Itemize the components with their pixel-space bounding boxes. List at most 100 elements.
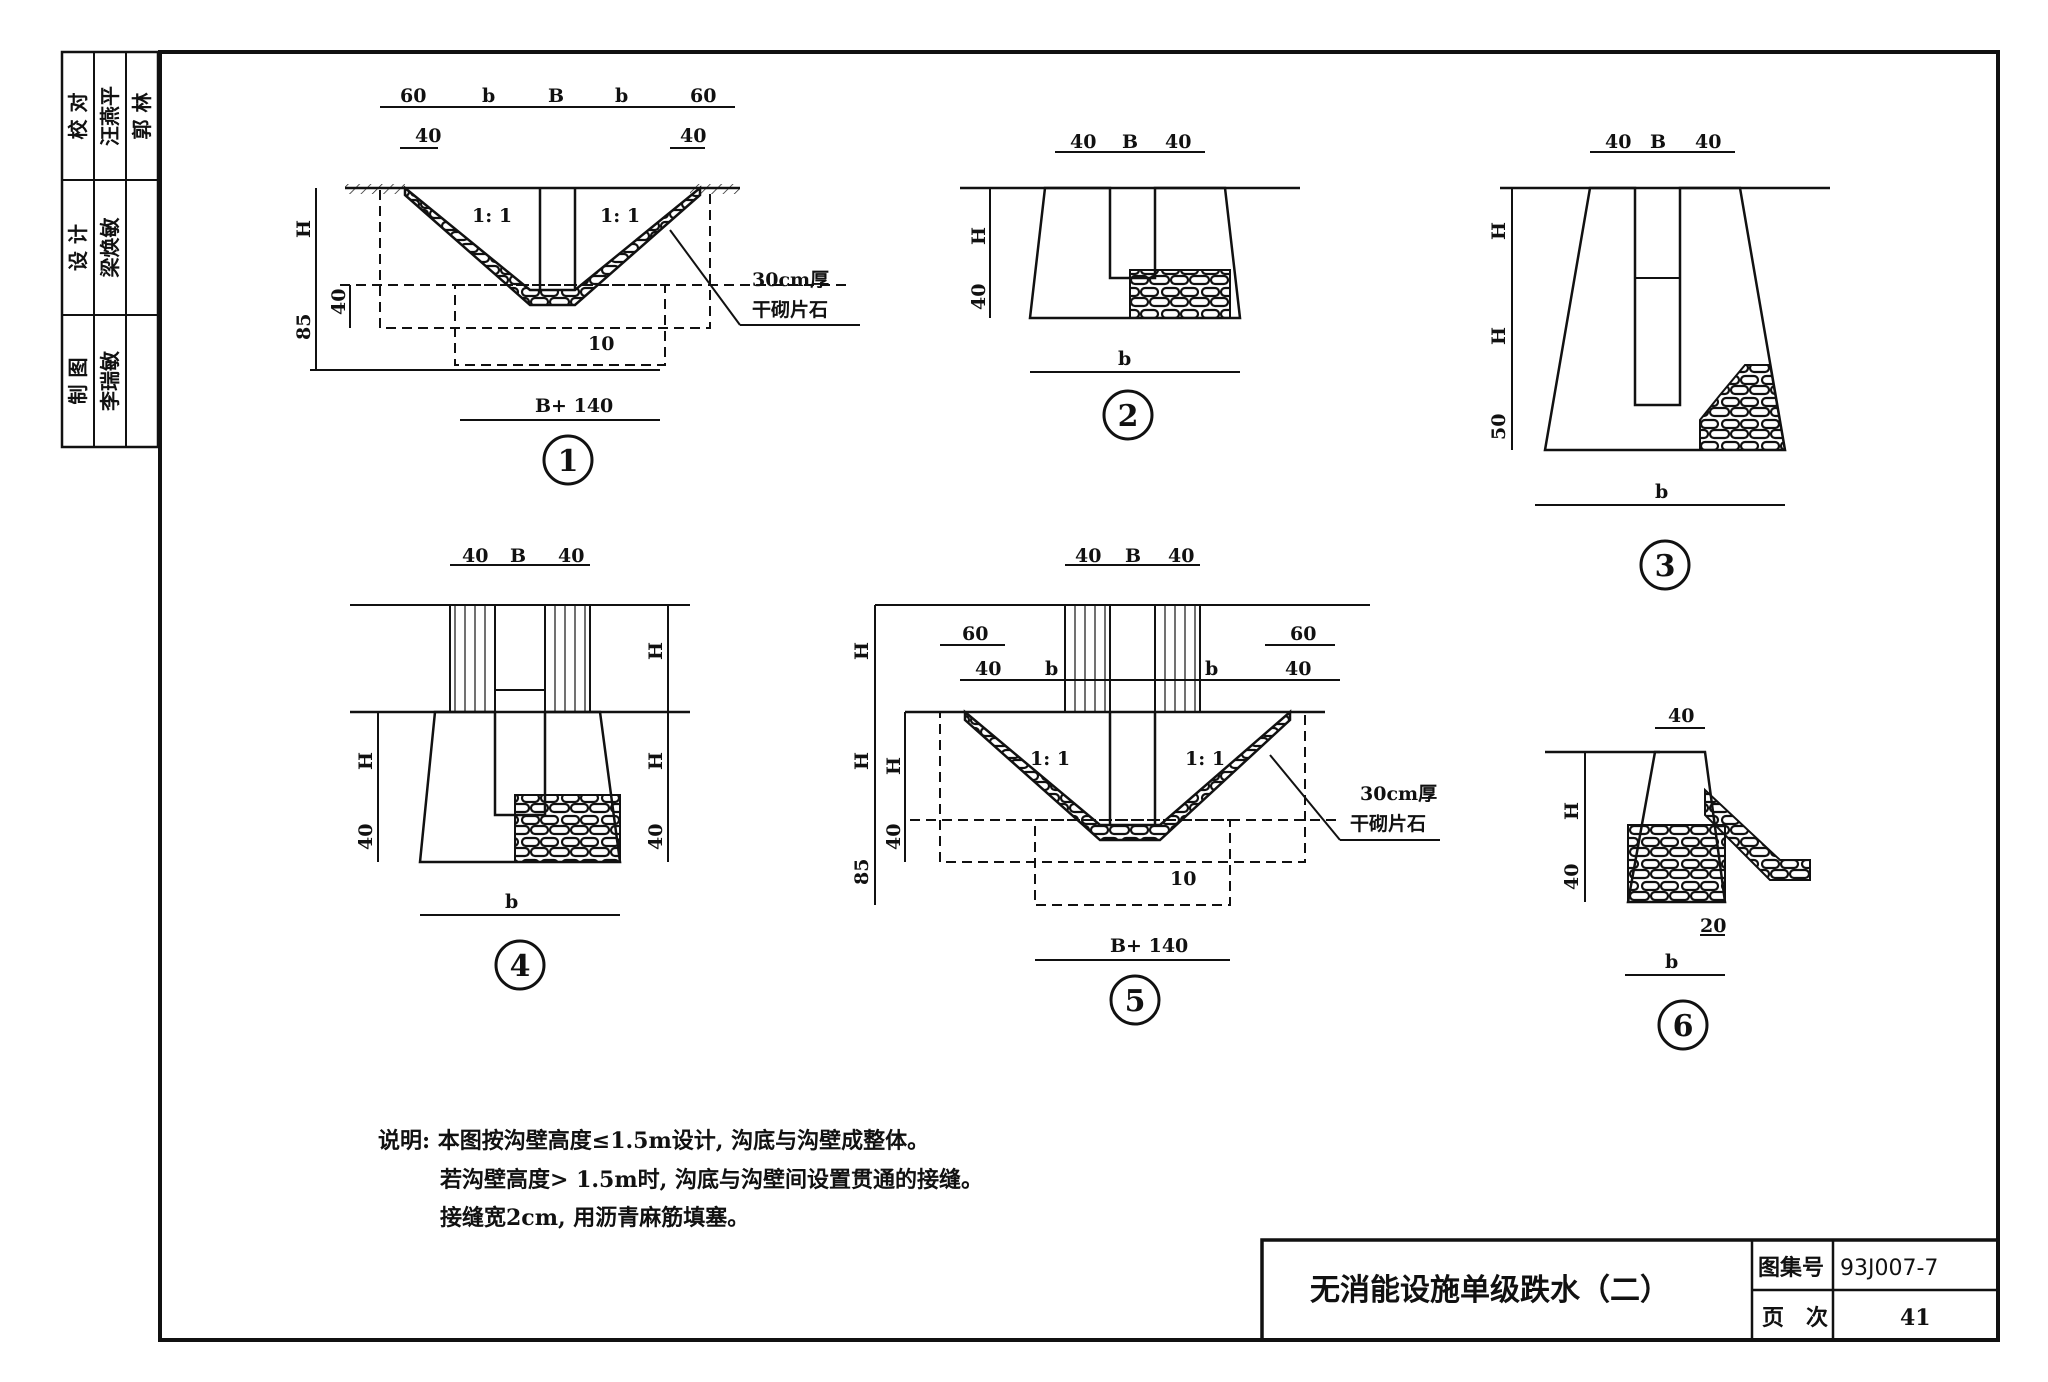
note-line-1: 说明: 本图按沟壁高度≤1.5m设计, 沟底与沟壁成整体。 <box>378 1128 929 1154</box>
fig2-dim-b2: b <box>1118 348 1131 370</box>
fig4-dim-H: H <box>645 752 667 770</box>
fig6-dim-40-vertical: 40 <box>1561 864 1583 890</box>
fig3-dim-H: H <box>1488 327 1510 345</box>
fig1-stone-label-line1: 30cm厚 <box>752 269 829 291</box>
figure-4-number-circle <box>494 939 546 991</box>
sidebar-role-0: 校 对 <box>66 93 90 140</box>
fig1-dim-60-right: 60 <box>690 85 716 107</box>
fig5-dim-40-right: 40 <box>1168 545 1194 567</box>
fig6-dim-b6: b <box>1665 951 1678 973</box>
fig3-dim-40-right: 40 <box>1695 131 1721 153</box>
fig5-slope-right: 1: 1 <box>1185 748 1225 770</box>
figure-2-number: 2 <box>1118 399 1139 434</box>
fig5-dim-85: 85 <box>851 859 873 885</box>
fig2-dim-H2: H <box>968 227 990 245</box>
figure-1-number-circle <box>542 434 594 486</box>
sidebar-role-1: 设 计 <box>66 224 90 271</box>
figure-5-number: 5 <box>1125 984 1146 1019</box>
fig5-dim-40-inner-left: 40 <box>975 658 1001 680</box>
fig1-dim-b1-right: b <box>615 85 628 107</box>
fig5-dim-H1: H <box>883 757 905 775</box>
fig2-dim-40-left: 40 <box>1070 131 1096 153</box>
fig5-stone-label-line2: 干砌片石 <box>1350 812 1426 835</box>
fig6-dim-H1: H <box>1561 802 1583 820</box>
fig5-stone-label-line1: 30cm厚 <box>1360 783 1437 805</box>
fig4-dim-H2: H <box>645 642 667 660</box>
figure-6-retaining-wall <box>1545 727 1811 976</box>
fig4-dim-40-left-vertical: 40 <box>355 824 377 850</box>
fig4-dim-B: B <box>510 545 526 567</box>
fig5-dim-B140: B+ 140 <box>1110 935 1188 957</box>
fig1-stone-label-line2: 干砌片石 <box>752 298 828 321</box>
figure-4-wall-with-headwall <box>350 564 690 916</box>
fig1-dim-H2: H <box>293 220 315 238</box>
fig5-dim-b5-right: b <box>1205 658 1218 680</box>
fig2-dim-40-right: 40 <box>1165 131 1191 153</box>
fig4-dim-40-right-vertical: 40 <box>645 824 667 850</box>
figure-1-trapezoid-channel <box>310 106 860 421</box>
fig1-dim-10: 10 <box>588 333 614 355</box>
figure-3-tall-wall <box>1500 151 1830 506</box>
atlas-number-value: 93J007-7 <box>1840 1256 1938 1281</box>
title-block <box>1260 1238 2000 1342</box>
fig3-dim-H2: H <box>1488 222 1510 240</box>
fig3-dim-40-left: 40 <box>1605 131 1631 153</box>
sidebar-sign-0: 郭 林 <box>130 93 154 140</box>
fig5-dim-60-right: 60 <box>1290 623 1316 645</box>
figure-3-number-circle <box>1639 539 1691 591</box>
figure-5-trapezoid-with-headwall <box>874 564 1440 961</box>
fig5-dim-b5-left: b <box>1045 658 1058 680</box>
fig5-dim-40-vertical: 40 <box>883 824 905 850</box>
figure-6-number: 6 <box>1673 1009 1694 1044</box>
fig5-dim-60-left: 60 <box>962 623 988 645</box>
sheet-border <box>158 50 2000 1342</box>
fig4-dim-40-right: 40 <box>558 545 584 567</box>
fig3-dim-50: 50 <box>1488 414 1510 440</box>
note-line-2: 若沟壁高度> 1.5m时, 沟底与沟壁间设置贯通的接缝。 <box>440 1167 983 1193</box>
fig4-dim-40-left: 40 <box>462 545 488 567</box>
fig5-dim-10: 10 <box>1170 868 1196 890</box>
atlas-number-label: 图集号 <box>1758 1255 1824 1281</box>
fig4-dim-b4: b <box>505 891 518 913</box>
fig5-slope-left: 1: 1 <box>1030 748 1070 770</box>
fig1-slope-right: 1: 1 <box>600 205 640 227</box>
drawing-title: 无消能设施单级跌水（二） <box>1310 1273 1670 1308</box>
fig1-dim-B: B <box>548 85 564 107</box>
sidebar-role-2: 制 图 <box>66 358 90 405</box>
figure-1-number: 1 <box>558 444 579 479</box>
fig5-dim-40-left: 40 <box>1075 545 1101 567</box>
figure-6-number-circle <box>1657 999 1709 1051</box>
fig1-dim-B140: B+ 140 <box>535 395 613 417</box>
fig5-dim-B: B <box>1125 545 1141 567</box>
fig1-dim-40-vertical: 40 <box>328 289 350 315</box>
fig1-slope-left: 1: 1 <box>472 205 512 227</box>
figure-2-number-circle <box>1102 389 1154 441</box>
page-label: 页 次 <box>1762 1305 1828 1331</box>
page-number: 41 <box>1900 1305 1931 1331</box>
sidebar-name-1: 梁焕敏 <box>98 217 122 279</box>
fig1-dim-40-left: 40 <box>415 125 441 147</box>
fig5-dim-40-inner-right: 40 <box>1285 658 1311 680</box>
fig5-dim-H: H <box>851 752 873 770</box>
fig5-dim-H2: H <box>851 642 873 660</box>
figure-2-rectangular-wall <box>960 151 1300 373</box>
figure-4-number: 4 <box>510 949 531 984</box>
sidebar-name-2: 李瑞敏 <box>98 350 122 412</box>
fig1-dim-b1-left: b <box>482 85 495 107</box>
fig4-dim-H1: H <box>355 752 377 770</box>
fig1-dim-60-left: 60 <box>400 85 426 107</box>
fig2-dim-40-vertical: 40 <box>968 284 990 310</box>
fig3-dim-b3: b <box>1655 481 1668 503</box>
note-line-3: 接缝宽2cm, 用沥青麻筋填塞。 <box>440 1205 749 1231</box>
sidebar-name-0: 汪燕平 <box>98 86 122 146</box>
fig6-dim-40: 40 <box>1668 705 1694 727</box>
fig3-dim-B: B <box>1650 131 1666 153</box>
figure-5-number-circle <box>1109 974 1161 1026</box>
fig2-dim-B: B <box>1122 131 1138 153</box>
fig1-dim-40-right: 40 <box>680 125 706 147</box>
fig1-dim-85: 85 <box>293 314 315 340</box>
fig6-dim-20: 20 <box>1700 915 1726 937</box>
signature-sidebar <box>60 50 160 449</box>
figure-3-number: 3 <box>1655 549 1676 584</box>
